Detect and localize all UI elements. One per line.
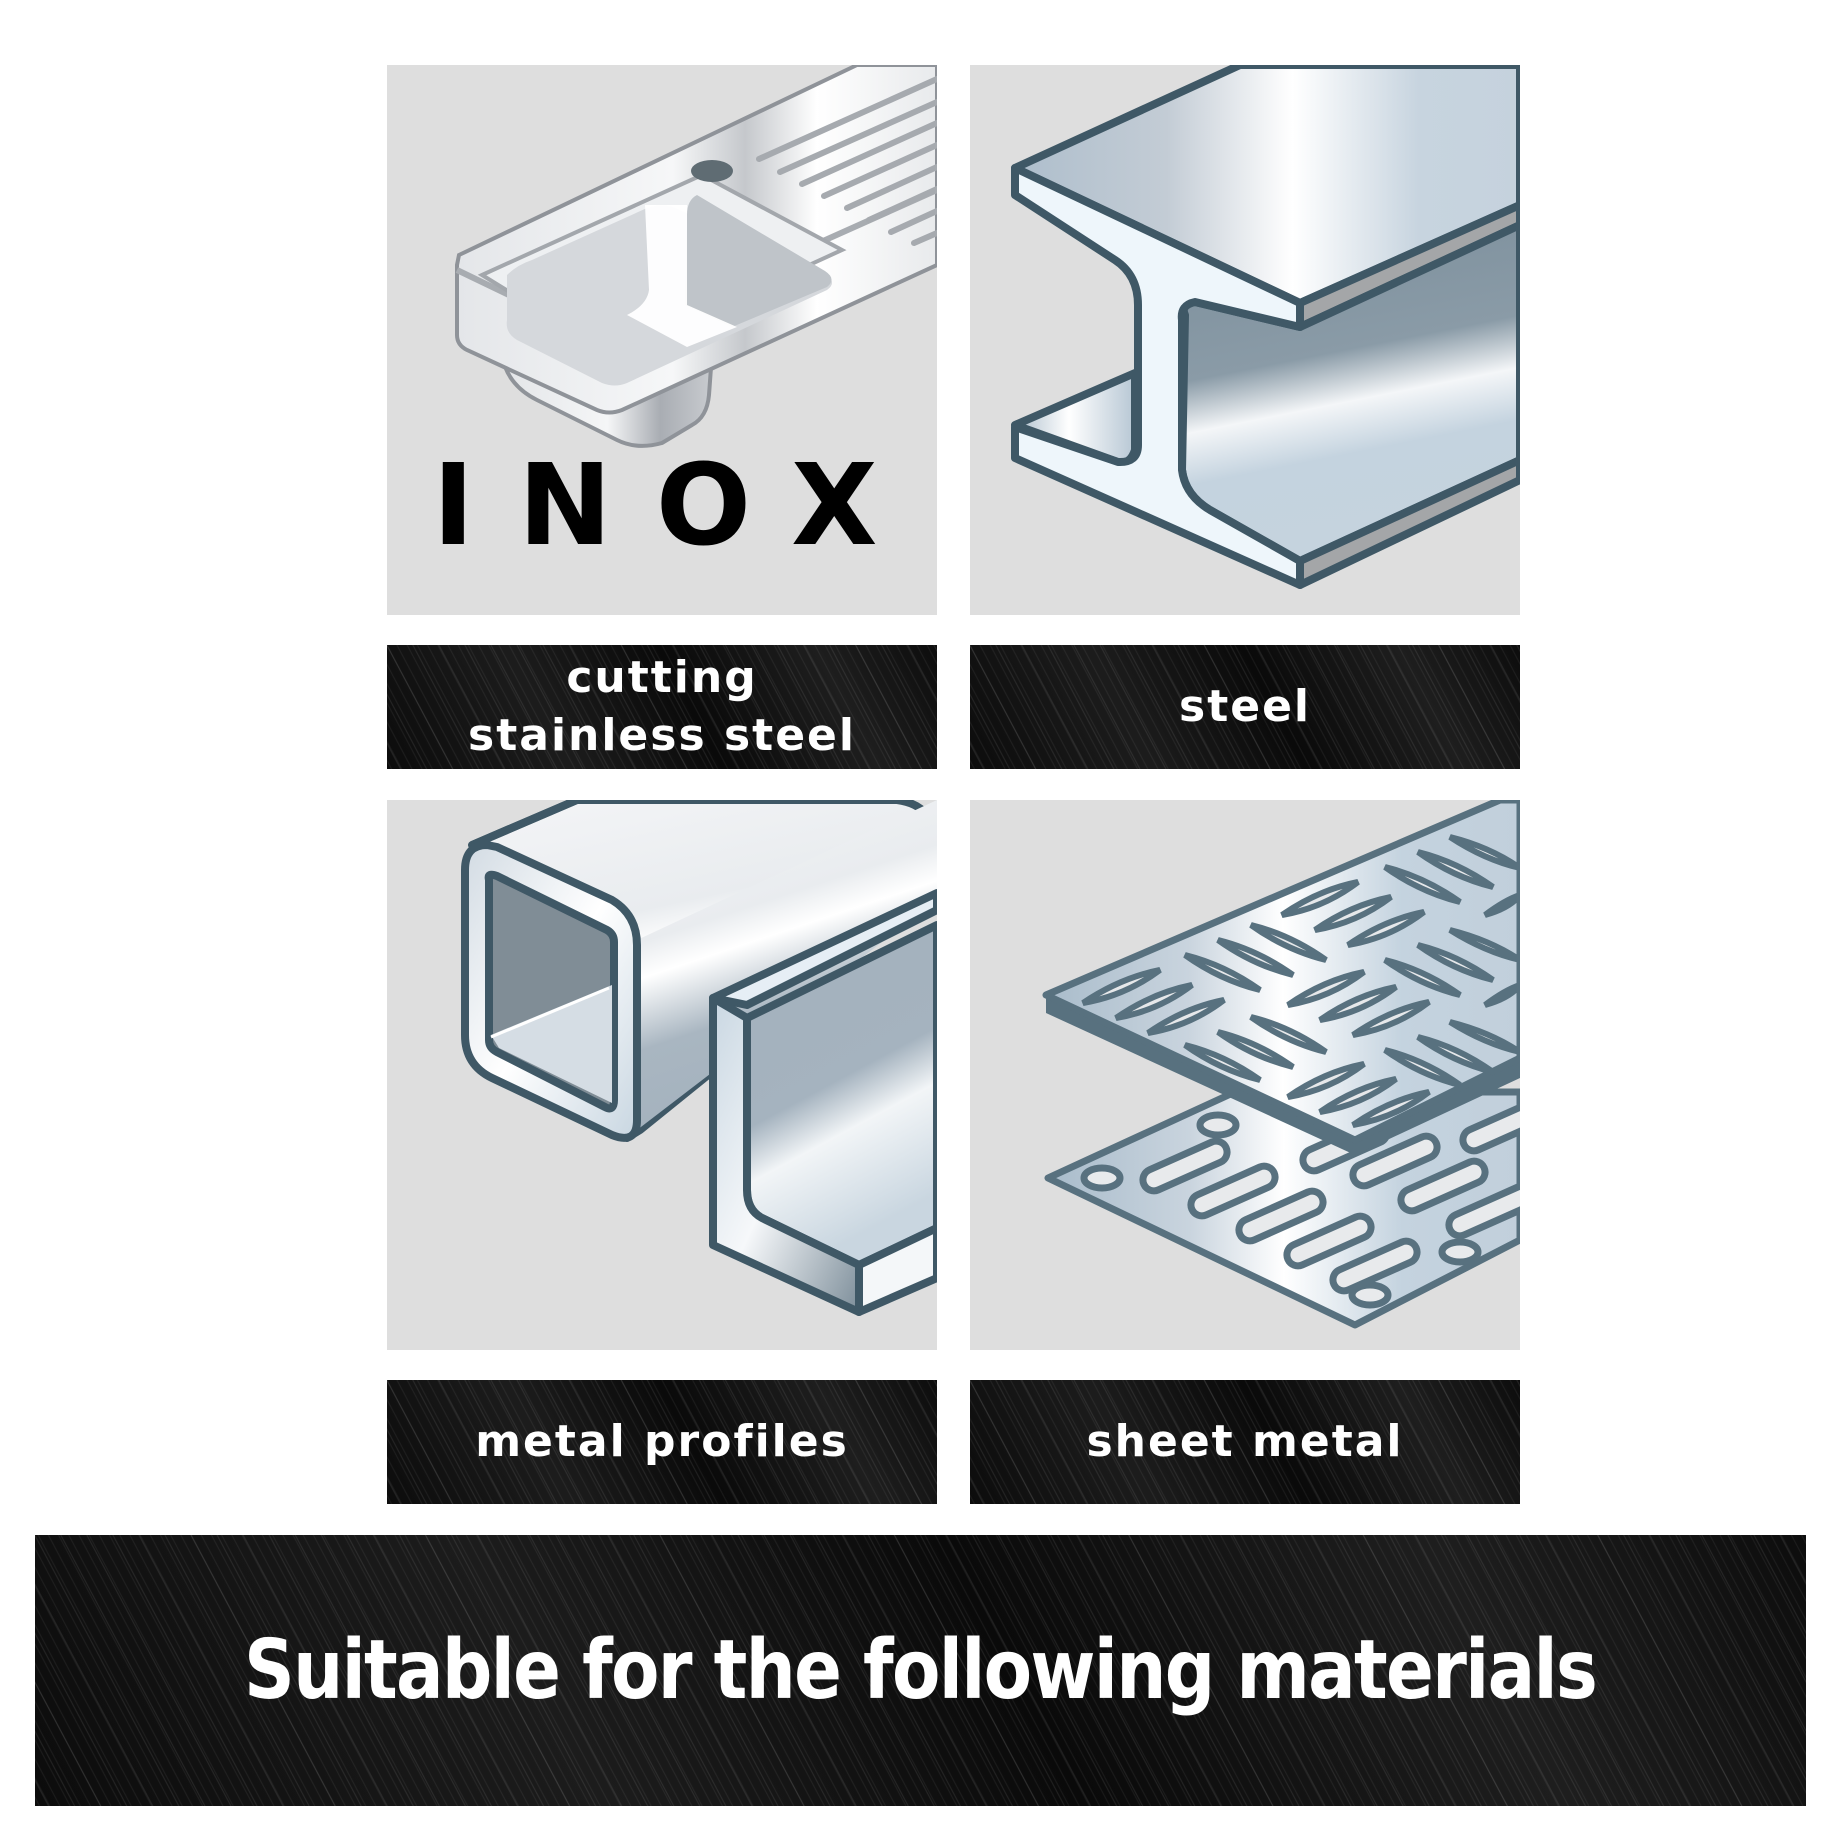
sheet-metal-panel [970,800,1520,1350]
suitable-materials-banner: Suitable for the following materials [35,1535,1806,1806]
label-steel: steel [970,645,1520,769]
sheet-metal-icon [1042,800,1520,1329]
stainless-steel-sink-icon [455,65,937,448]
label-metal-profiles: metal profiles [387,1380,937,1504]
steel-panel [970,65,1520,615]
label-stainless-steel-line-1: cutting [566,652,758,703]
metal-profiles-panel [387,800,937,1350]
stainless-steel-panel: INOX [387,65,937,615]
label-steel-text: steel [1179,681,1311,732]
banner-title: Suitable for the following materials [244,1623,1598,1718]
label-stainless-steel-line-2: stainless steel [468,710,856,761]
checker-plate [1042,800,1520,1155]
steel-i-beam-icon [1011,65,1520,589]
label-sheet-metal-text: sheet metal [1086,1416,1404,1467]
metal-profiles-icon [461,800,937,1316]
label-stainless-steel: cutting stainless steel [387,645,937,769]
inox-text: INOX [432,441,922,571]
label-sheet-metal: sheet metal [970,1380,1520,1504]
perforated-sheet [1044,1088,1520,1329]
label-metal-profiles-text: metal profiles [475,1416,849,1467]
